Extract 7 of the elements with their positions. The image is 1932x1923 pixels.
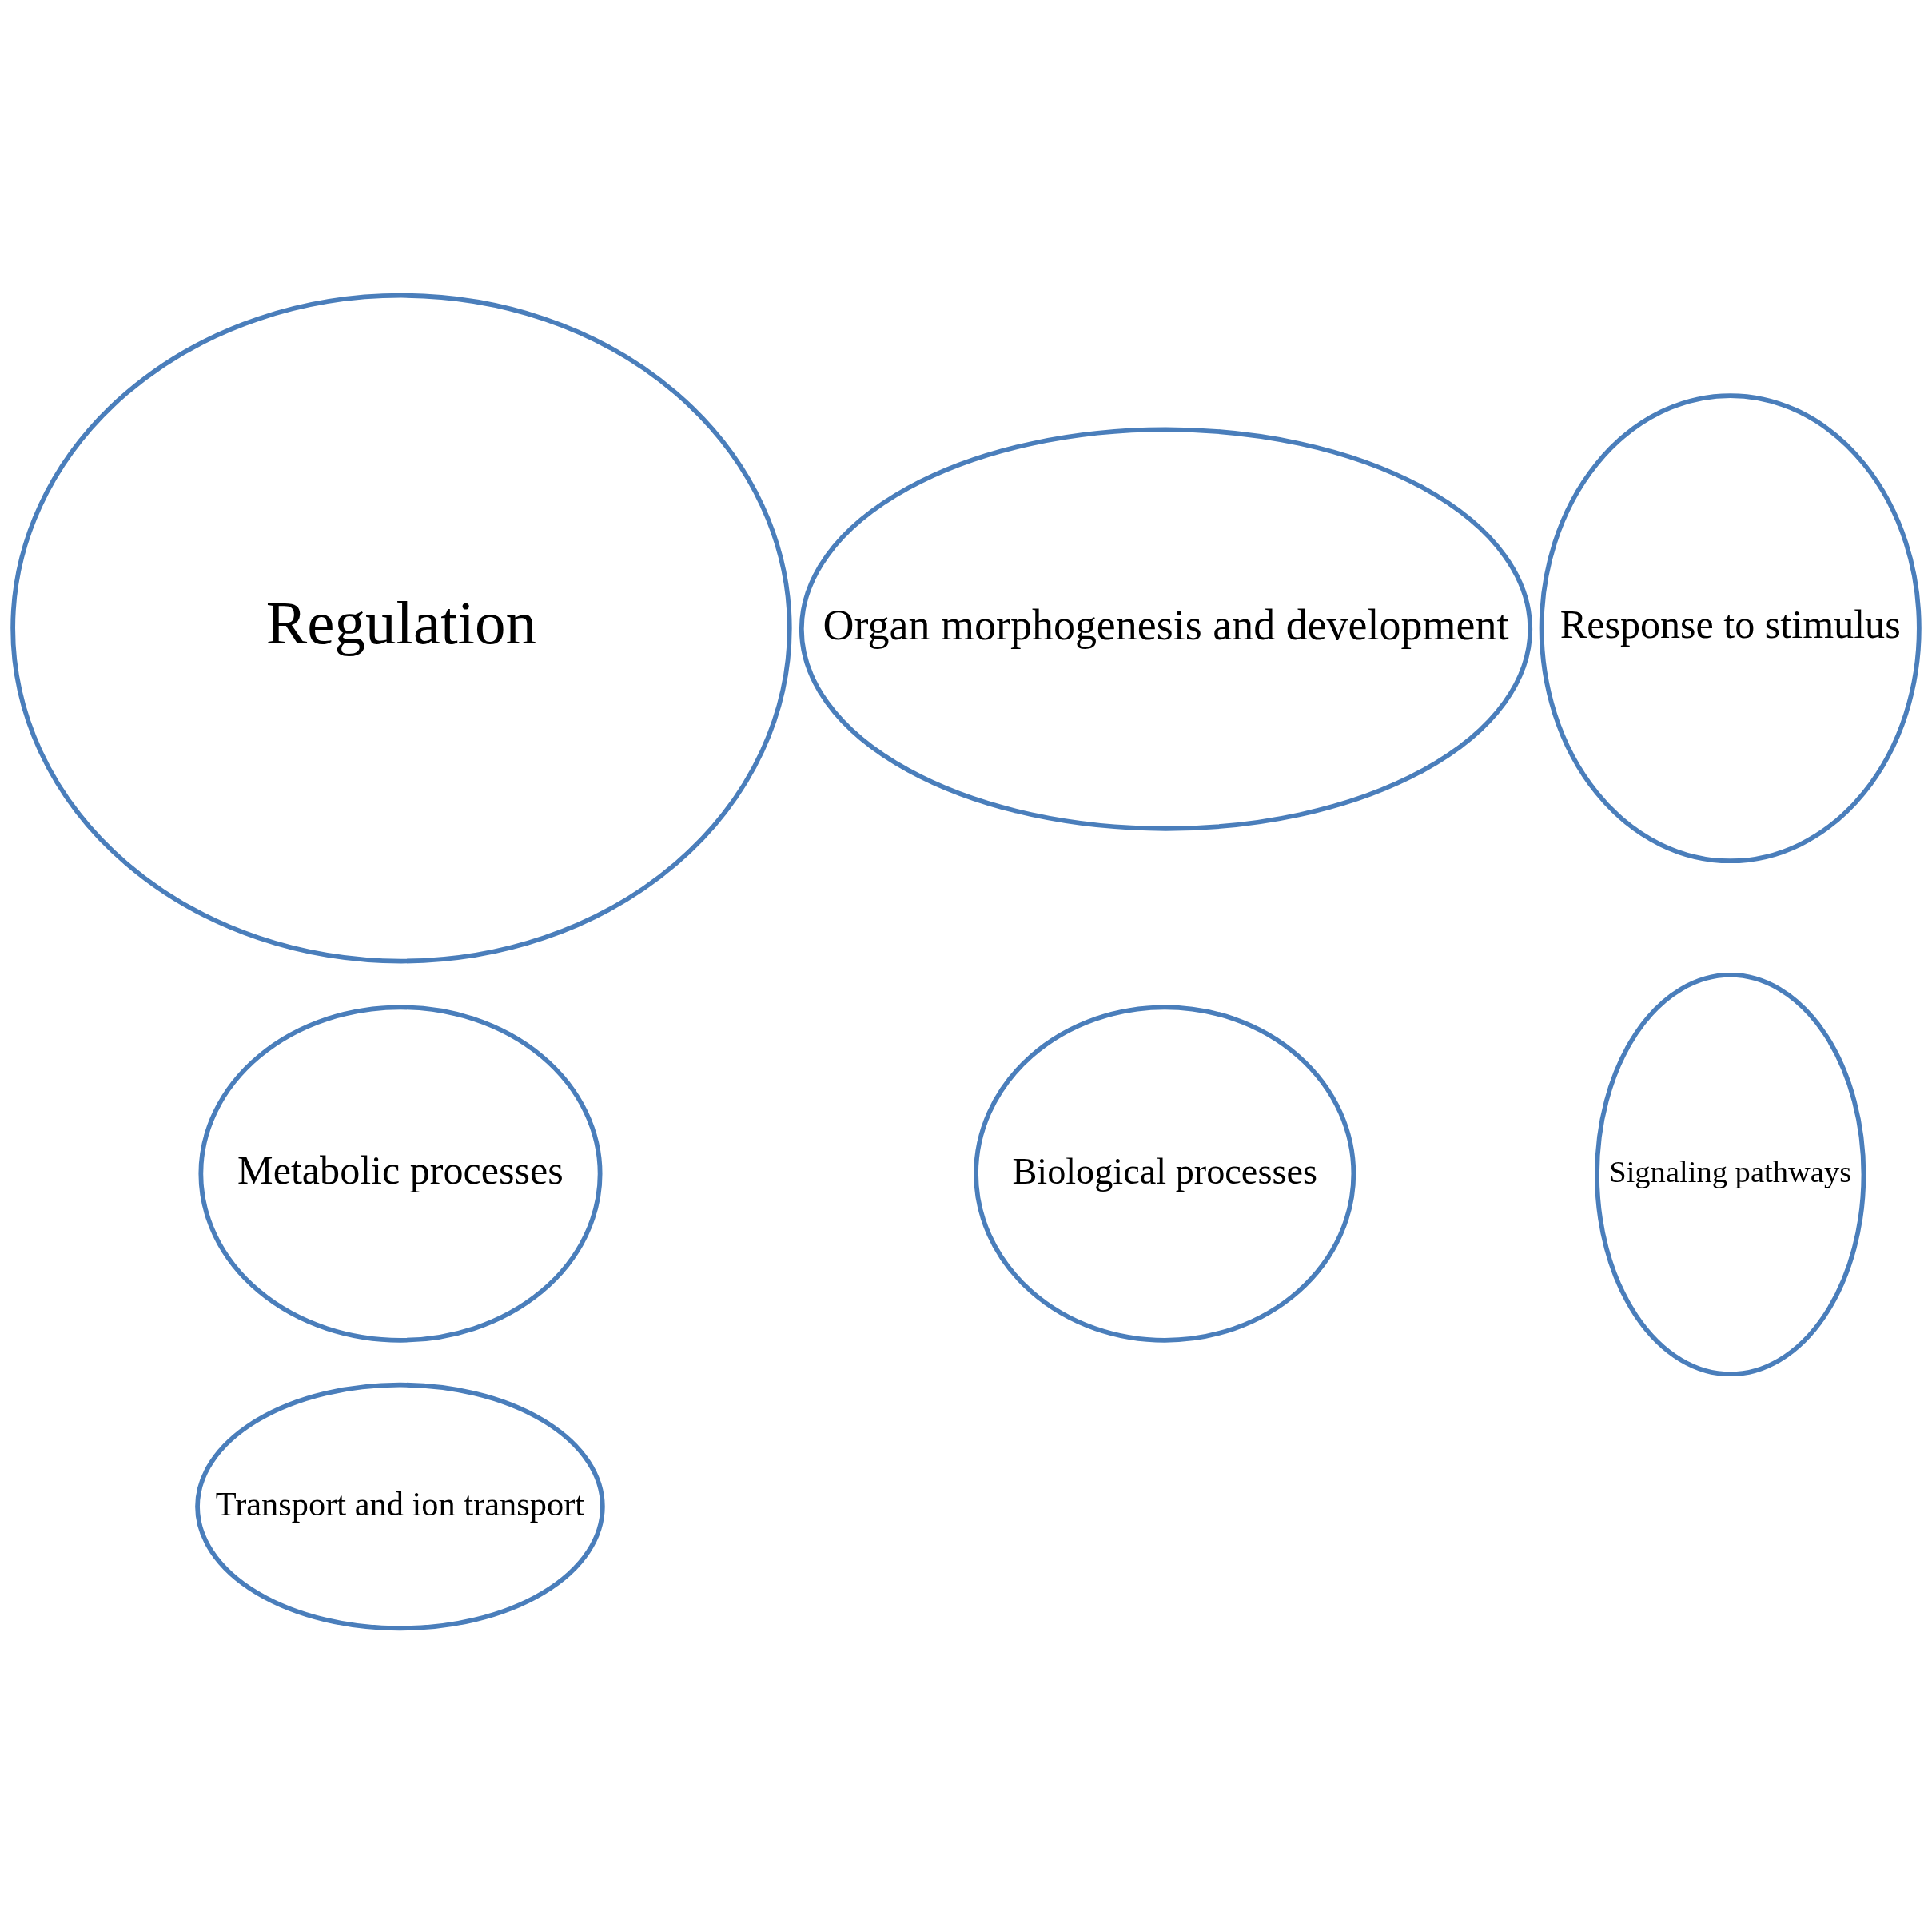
node-ellipse: Transport and ion transport [195, 1382, 605, 1630]
node-ellipse: Metabolic processes [198, 1004, 603, 1343]
node-ellipse: Response to stimulus [1539, 392, 1922, 863]
node-ellipse: Signaling pathways [1595, 972, 1866, 1376]
node-ellipse: Regulation [10, 293, 792, 963]
node-ellipse: Biological processes [974, 1004, 1356, 1343]
node-ellipse: Organ morphogenesis and development [799, 427, 1533, 831]
